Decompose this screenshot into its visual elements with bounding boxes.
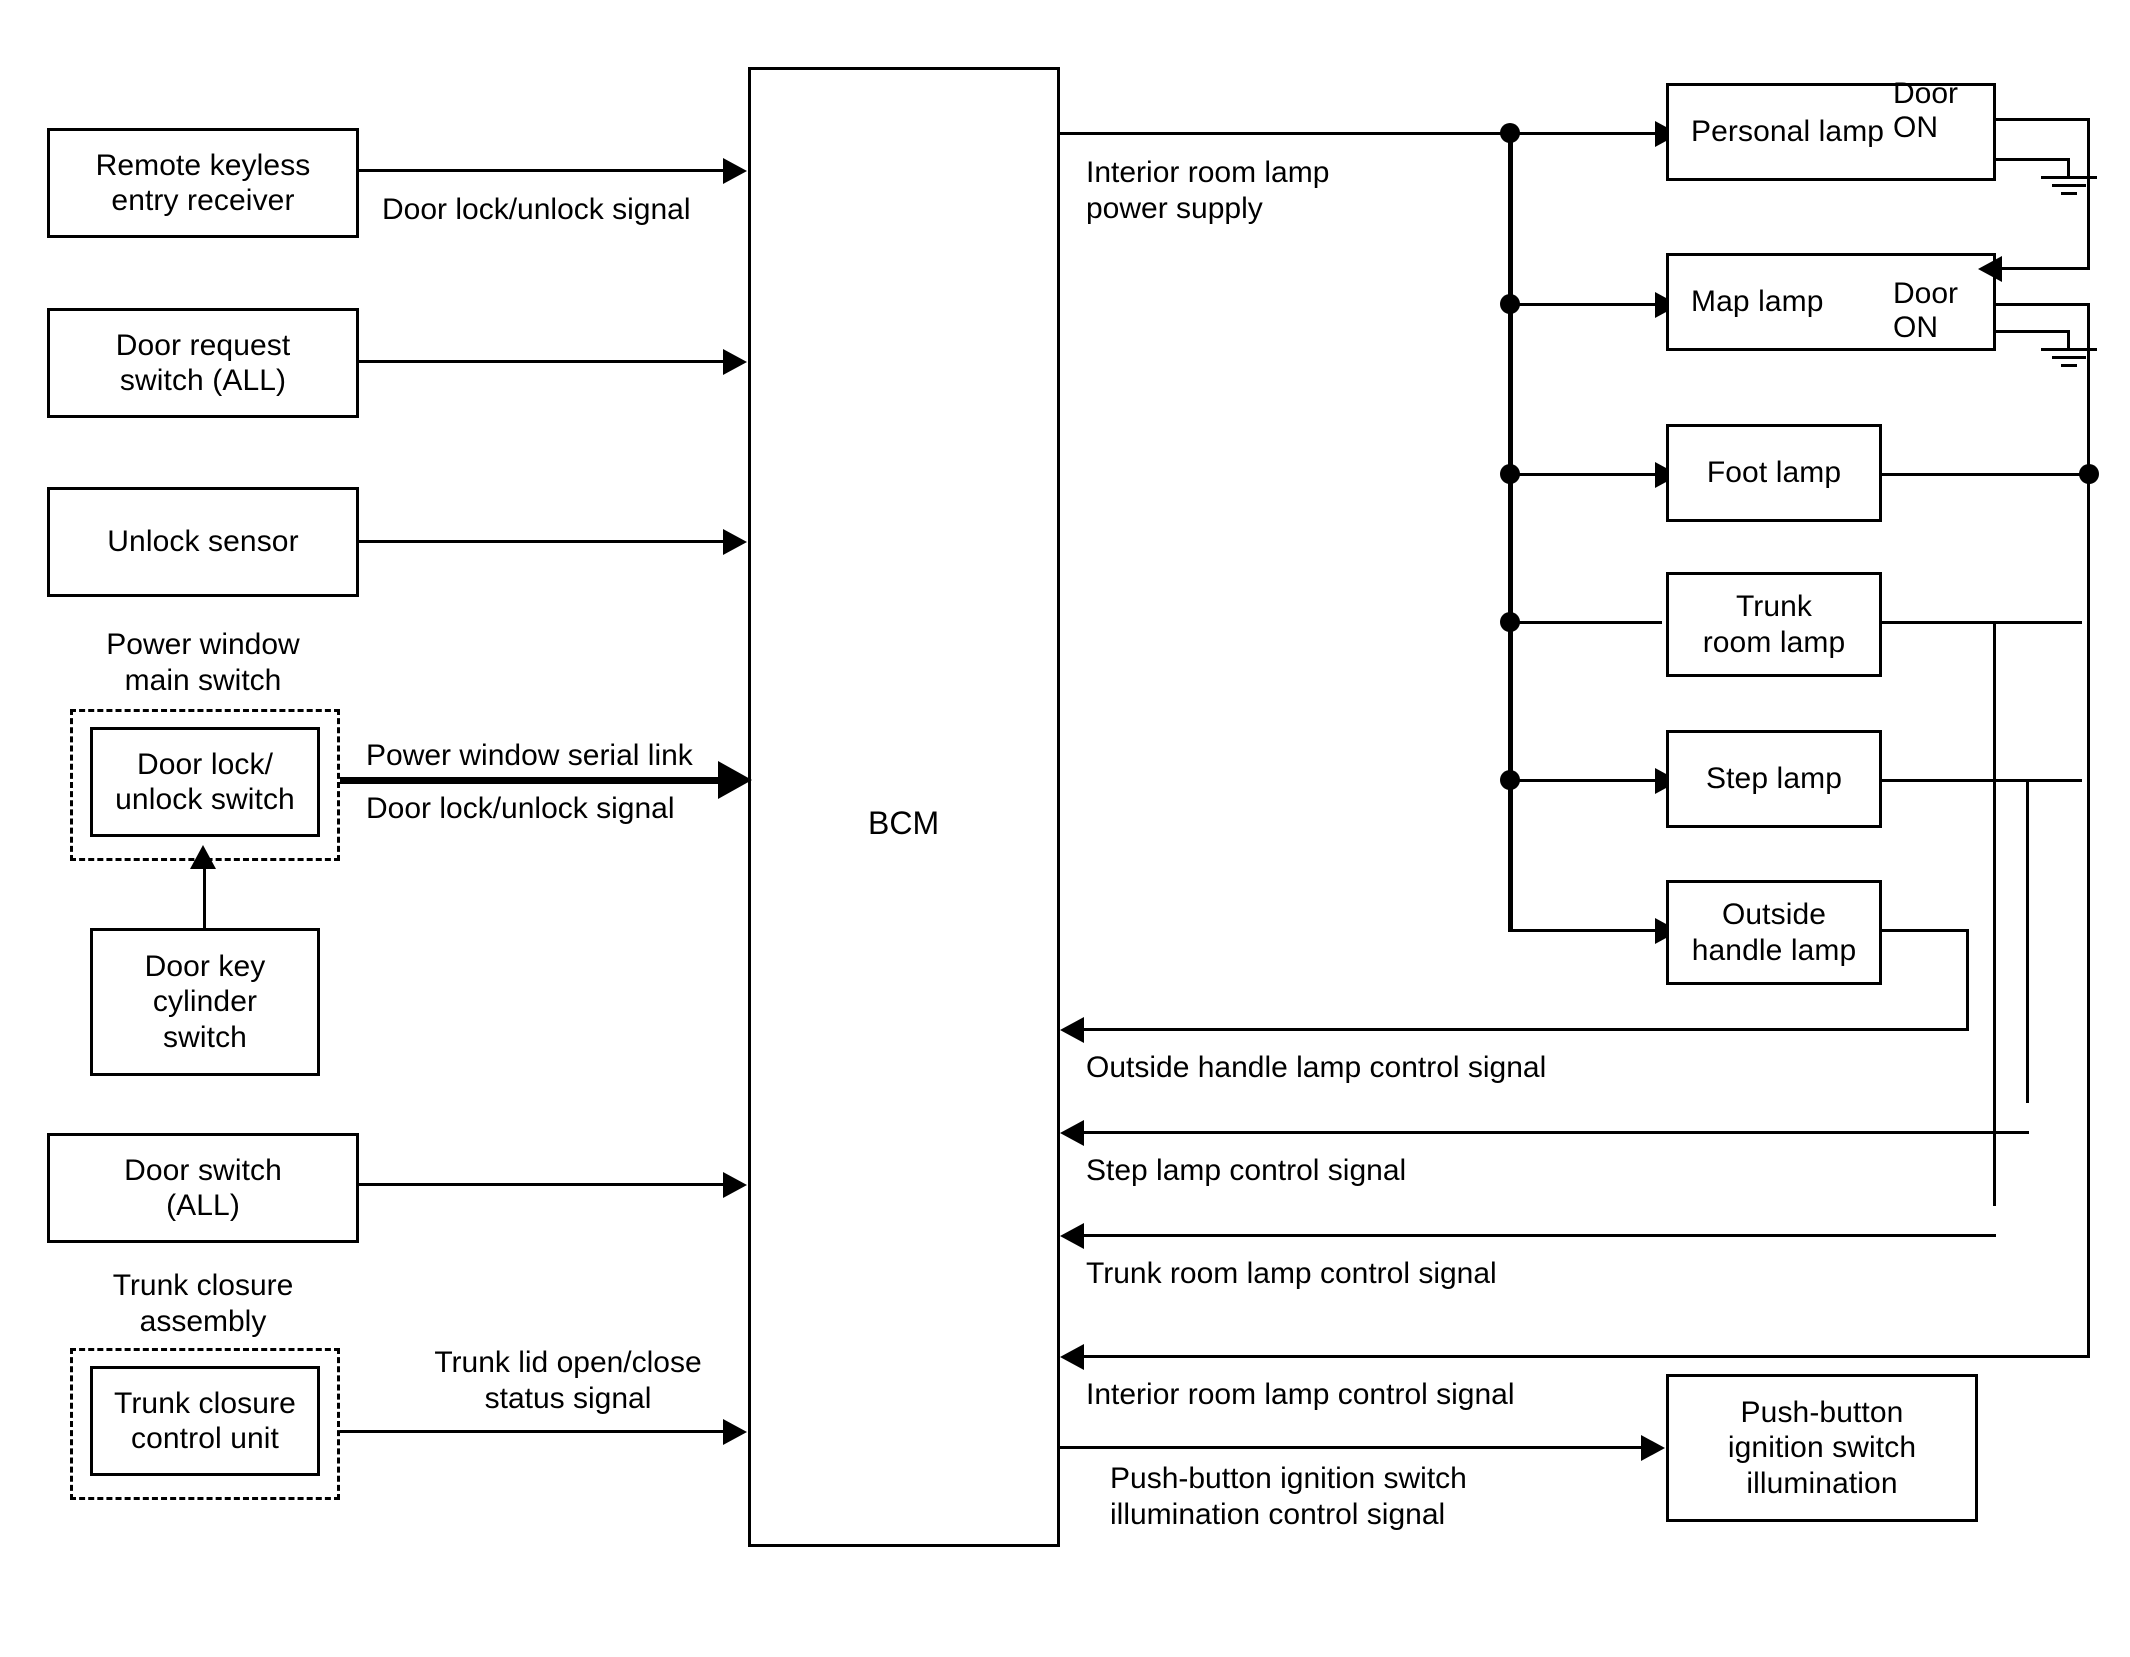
block-label: Remote keyless entry receiver <box>95 148 311 217</box>
wire-trunkclosure-to-bcm <box>340 1430 725 1433</box>
arrowhead-push-button-ignition-icon <box>1641 1435 1665 1461</box>
signal-step-lamp-control: Step lamp control signal <box>1086 1154 1407 1187</box>
block-label: Trunk room lamp <box>1702 590 1846 659</box>
wire-bus-to-map-lamp <box>1510 303 1660 306</box>
arrowhead-outside-handle-control-icon <box>1060 1017 1084 1043</box>
wire-step-lamp-control <box>1082 1131 2029 1134</box>
block-door-request-switch[interactable]: Door request switch (ALL) <box>47 308 359 418</box>
signal-door-lock-unlock-pw: Door lock/unlock signal <box>366 792 675 825</box>
arrowhead-interior-room-lamp-control-icon <box>1060 1344 1084 1370</box>
block-door-lock-unlock-switch[interactable]: Door lock/ unlock switch <box>90 727 320 837</box>
block-bcm[interactable] <box>748 67 1060 1547</box>
arrowhead-trunk-room-lamp-control-icon <box>1060 1223 1084 1249</box>
wire-trunk-room-lamp-down2 <box>1993 621 1996 1206</box>
wire-doorswitch-to-bcm <box>359 1183 725 1186</box>
arrowhead-drs-icon <box>723 349 747 375</box>
assembly-trunk-closure <box>70 1348 340 1500</box>
wire-outside-handle-lamp-control <box>1082 1028 1969 1031</box>
wire-personal-lamp-ground <box>1994 158 2070 161</box>
block-label: Foot lamp <box>1706 456 1842 490</box>
arrowhead-rke-icon <box>723 158 747 184</box>
block-label: Door key cylinder switch <box>144 949 266 1054</box>
signal-door-lock-unlock-top: Door lock/unlock signal <box>382 193 691 226</box>
personal-lamp-mode-label: Door ON <box>1893 77 1959 144</box>
block-outside-handle-lamp[interactable]: Outside handle lamp <box>1666 880 1882 985</box>
bus-interior-lamp-power <box>1508 132 1513 932</box>
junction-dot-foot-lamp-return <box>2079 464 2099 484</box>
block-step-lamp[interactable]: Step lamp <box>1666 730 1882 828</box>
bcm-label: BCM <box>868 805 940 841</box>
block-trunk-closure-control-unit[interactable]: Trunk closure control unit <box>90 1366 320 1476</box>
wire-keycyl-to-pwsw <box>203 868 206 928</box>
wire-interior-room-lamp-control <box>1082 1355 2090 1358</box>
block-push-button-ignition-switch-illumination[interactable]: Push-button ignition switch illumination <box>1666 1374 1978 1522</box>
bus-return-map-lamp <box>2087 303 2090 1358</box>
block-label: Trunk closure control unit <box>114 1386 296 1455</box>
signal-outside-handle-lamp-control: Outside handle lamp control signal <box>1086 1051 1547 1084</box>
arrowhead-map-lamp-top-icon <box>1978 256 2002 282</box>
wire-drs-to-bcm <box>359 360 725 363</box>
block-foot-lamp[interactable]: Foot lamp <box>1666 424 1882 522</box>
wire-step-lamp-down <box>2026 779 2029 1103</box>
block-label: Door request switch (ALL) <box>115 328 291 397</box>
wire-map-lamp-ground-drop <box>2067 330 2070 348</box>
wire-map-lamp-out-top <box>1994 303 2090 306</box>
signal-power-window-serial-link: Power window serial link <box>366 739 693 772</box>
arrowhead-keycyl-up-icon <box>190 845 216 869</box>
wire-bus-to-outside-handle-lamp <box>1508 929 1660 932</box>
block-label: Outside handle lamp <box>1691 898 1857 967</box>
group-label-trunk-closure-assembly: Trunk closure assembly <box>112 1269 294 1338</box>
ground-symbol-personal-lamp-icon <box>2041 176 2097 195</box>
arrowhead-doorswitch-icon <box>723 1172 747 1198</box>
wire-into-map-lamp-top <box>2000 267 2090 270</box>
wire-bus-to-trunk-room-lamp <box>1510 621 1662 624</box>
wire-outside-handle-lamp-out <box>1882 929 1969 932</box>
signal-interior-room-lamp-power-supply: Interior room lamp power supply <box>1086 156 1330 225</box>
wire-bus-to-personal-lamp <box>1510 132 1660 135</box>
block-label: Personal lamp <box>1691 115 1885 149</box>
arrowhead-unlocksensor-icon <box>723 529 747 555</box>
wire-bus-to-step-lamp <box>1510 779 1660 782</box>
signal-push-button-ignition-control: Push-button ignition switch illumination… <box>1110 1462 1467 1531</box>
arrowhead-step-lamp-control-icon <box>1060 1120 1084 1146</box>
block-unlock-sensor[interactable]: Unlock sensor <box>47 487 359 597</box>
block-map-lamp[interactable]: Map lamp <box>1666 253 1996 351</box>
signal-trunk-room-lamp-control: Trunk room lamp control signal <box>1086 1257 1497 1290</box>
block-label: Step lamp <box>1706 762 1842 796</box>
wire-push-button-ignition-control <box>1060 1446 1644 1449</box>
wire-personal-lamp-out-top <box>1994 118 2090 121</box>
wire-personal-lamp-ground-drop <box>2067 158 2070 176</box>
arrowhead-trunkclosure-icon <box>723 1419 747 1445</box>
block-door-switch[interactable]: Door switch (ALL) <box>47 1133 359 1243</box>
wire-personal-to-map-vertical <box>2087 118 2090 270</box>
wire-unlocksensor-to-bcm <box>359 540 725 543</box>
wire-rke-to-bcm <box>359 169 725 172</box>
wire-foot-lamp-out <box>1882 473 2090 476</box>
wire-bcm-to-powerbus <box>1060 132 1520 135</box>
wire-trunk-room-lamp-control <box>1082 1234 1996 1237</box>
wire-step-lamp-out <box>1882 779 2082 782</box>
signal-trunk-lid-status: Trunk lid open/close status signal <box>434 1346 702 1415</box>
wire-pwserial-to-bcm <box>340 777 725 784</box>
block-door-key-cylinder-switch[interactable]: Door key cylinder switch <box>90 928 320 1076</box>
wire-trunk-room-lamp-out2 <box>1882 621 1996 624</box>
block-personal-lamp[interactable]: Personal lamp <box>1666 83 1996 181</box>
block-label: Door lock/ unlock switch <box>115 747 295 816</box>
wire-bus-to-foot-lamp <box>1510 473 1660 476</box>
group-label-power-window-main-switch: Power window main switch <box>106 628 300 697</box>
wire-map-lamp-ground <box>1994 330 2070 333</box>
map-lamp-mode-label: Door ON <box>1893 277 1959 344</box>
block-label: Unlock sensor <box>107 525 299 559</box>
block-label: Door switch (ALL) <box>124 1153 282 1222</box>
arrowhead-pwserial-icon <box>718 761 752 799</box>
ground-symbol-map-lamp-icon <box>2041 348 2097 367</box>
block-label: Map lamp <box>1691 285 1824 319</box>
block-remote-keyless-entry-receiver[interactable]: Remote keyless entry receiver <box>47 128 359 238</box>
wire-outside-handle-lamp-down <box>1966 929 1969 1031</box>
block-trunk-room-lamp[interactable]: Trunk room lamp <box>1666 572 1882 677</box>
block-label: Push-button ignition switch illumination <box>1727 1395 1917 1500</box>
signal-interior-room-lamp-control: Interior room lamp control signal <box>1086 1378 1515 1411</box>
